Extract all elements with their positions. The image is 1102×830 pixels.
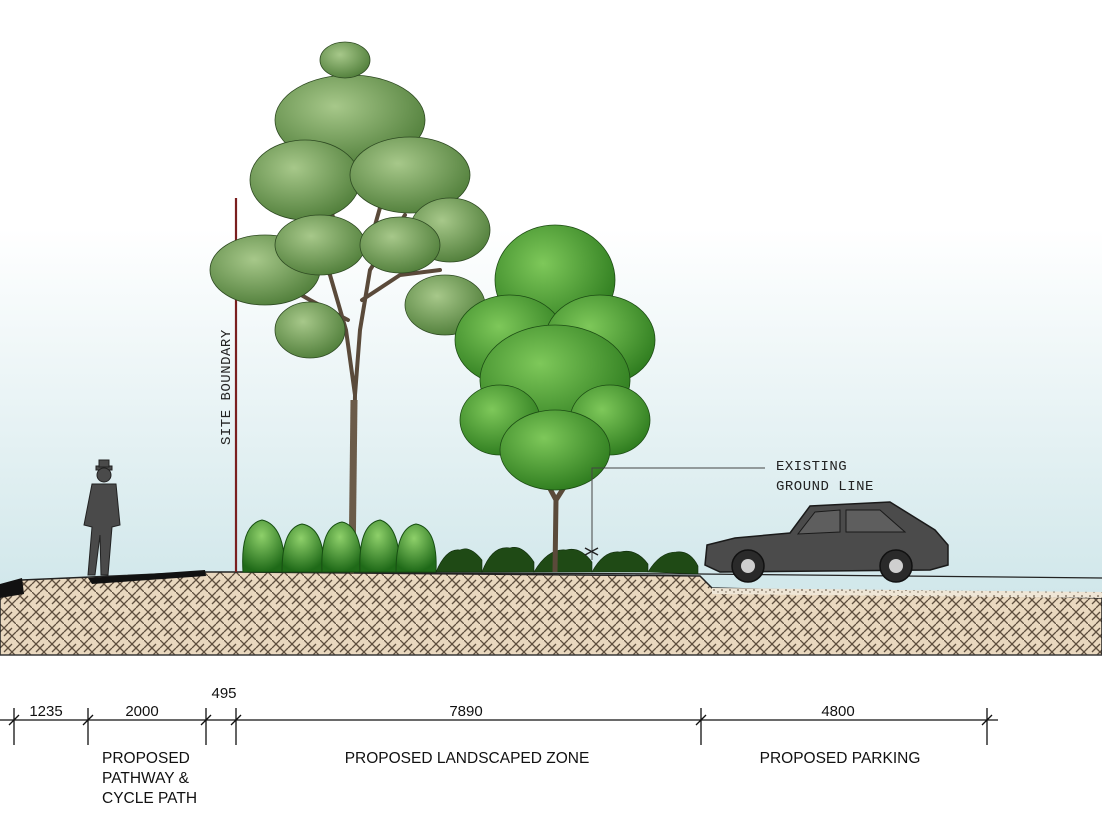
existing-ground-line-label-2: GROUND LINE bbox=[776, 479, 874, 495]
person-figure bbox=[83, 459, 121, 576]
dimension-5: 4800 bbox=[821, 703, 854, 720]
zone-pathway-line-3: CYCLE PATH bbox=[102, 790, 197, 807]
pathway-slab bbox=[0, 570, 206, 598]
site-boundary-label: SITE BOUNDARY bbox=[219, 329, 235, 445]
dimension-3: 495 bbox=[211, 685, 236, 702]
zone-parking: PROPOSED PARKING bbox=[760, 750, 921, 767]
dimension-4: 7890 bbox=[449, 703, 482, 720]
existing-ground-line-annotation: EXISTING GROUND LINE bbox=[584, 459, 874, 560]
zone-landscaped: PROPOSED LANDSCAPED ZONE bbox=[345, 750, 590, 767]
groundcover-planting bbox=[435, 547, 699, 575]
dimension-string bbox=[0, 708, 998, 745]
parked-car bbox=[704, 501, 949, 583]
medium-tree bbox=[454, 224, 656, 573]
existing-ground-line-label-1: EXISTING bbox=[776, 459, 847, 475]
parking-gravel-layer bbox=[712, 588, 1102, 598]
zone-labels: PROPOSED PATHWAY & CYCLE PATH PROPOSED L… bbox=[102, 750, 920, 807]
ground-section bbox=[0, 571, 1102, 656]
shrub-row bbox=[242, 519, 437, 573]
dimension-1: 1235 bbox=[29, 703, 62, 720]
zone-pathway-line-1: PROPOSED bbox=[102, 750, 190, 767]
existing-ground-line bbox=[239, 571, 1102, 579]
dimension-2: 2000 bbox=[125, 703, 158, 720]
zone-pathway-line-2: PATHWAY & bbox=[102, 770, 190, 787]
